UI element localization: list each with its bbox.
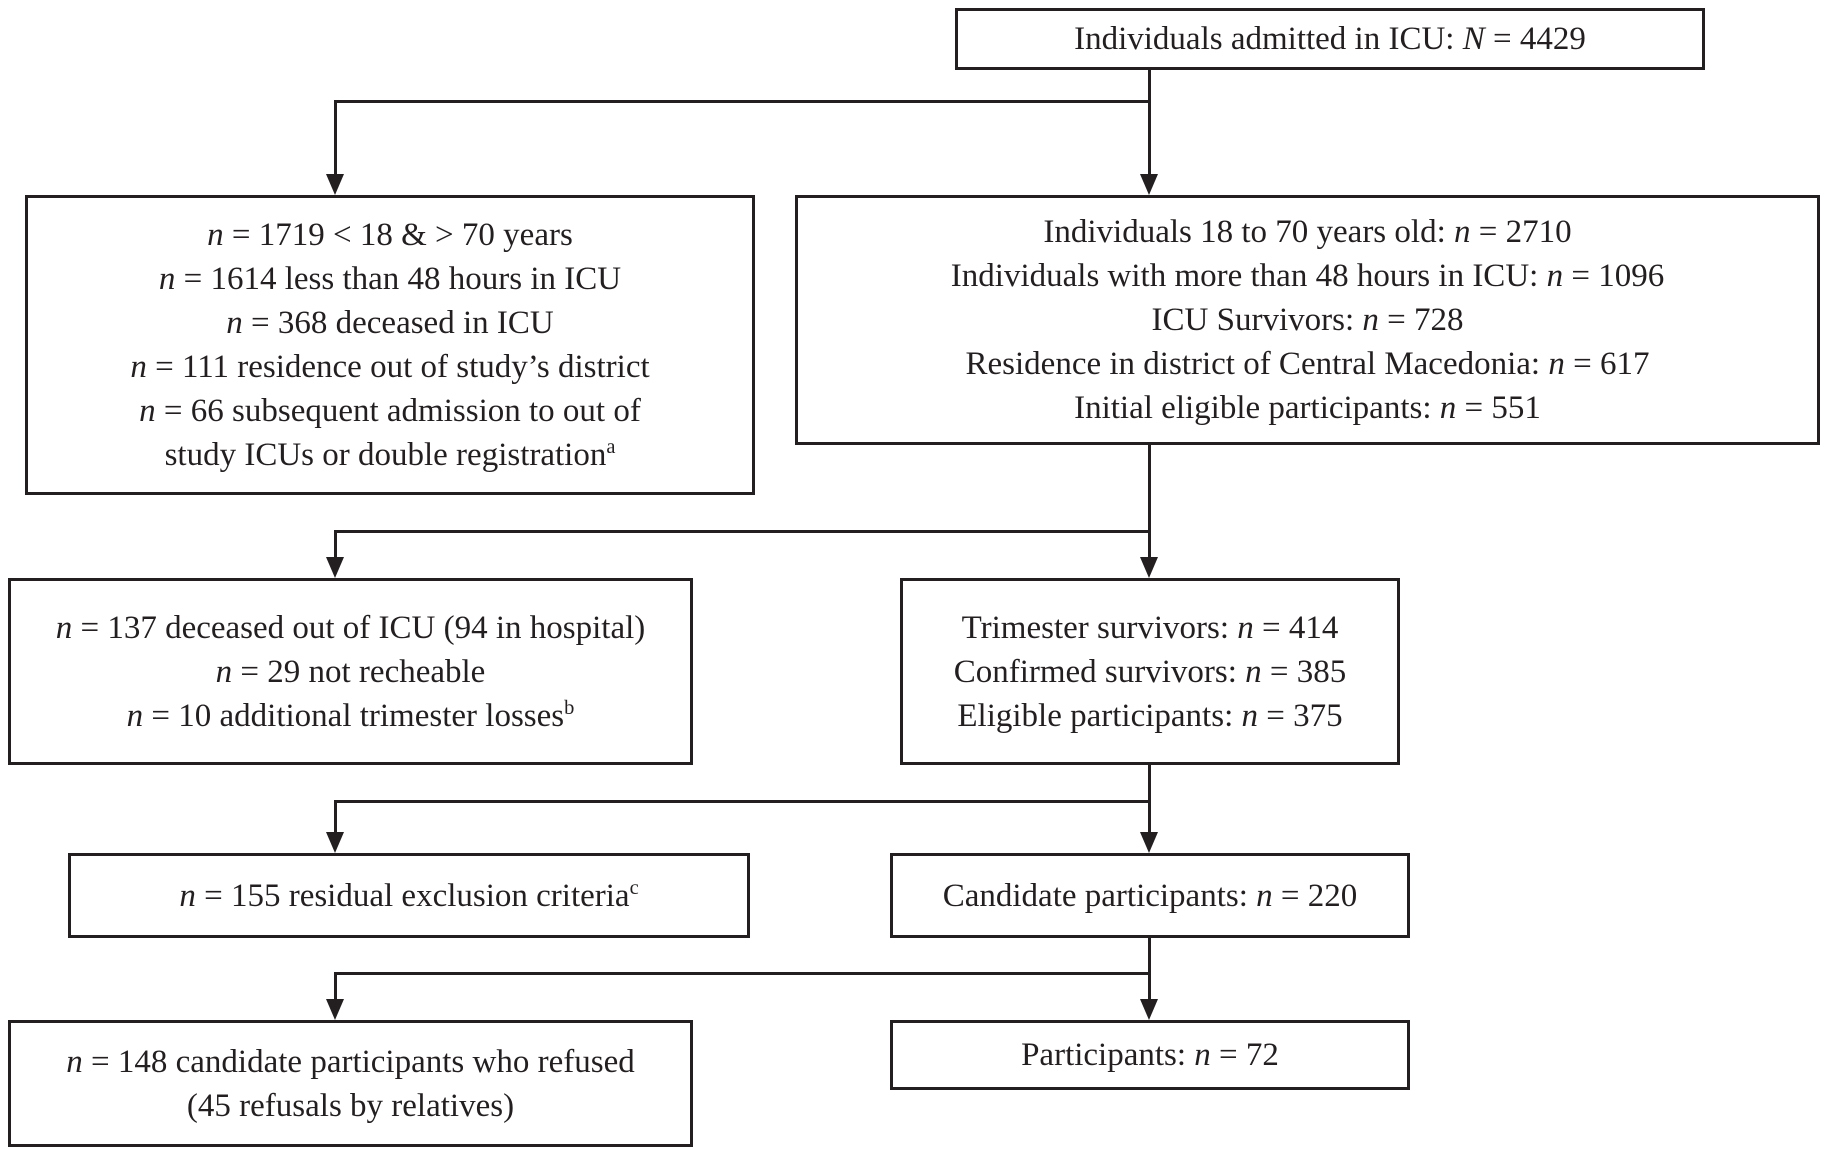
flow-box-line: Confirmed survivors: n = 385 — [953, 653, 1347, 690]
flow-box-line: Trimester survivors: n = 414 — [961, 609, 1339, 646]
box-stage4-cohort-text: Participants: n = 72 — [893, 1033, 1407, 1077]
connector-line — [1148, 765, 1151, 833]
flow-box-line: n = 111 residence out of study’s distric… — [130, 349, 650, 385]
box-stage4-excluded-text: n = 148 candidate participants who refus… — [11, 1040, 690, 1128]
box-stage4-excluded: n = 148 candidate participants who refus… — [8, 1020, 693, 1147]
flow-box-line: (45 refusals by relatives) — [186, 1087, 515, 1124]
flow-box-line: study ICUs or double registrationa — [164, 436, 616, 473]
box-admitted: Individuals admitted in ICU: N = 4429 — [955, 8, 1705, 70]
arrow-down-icon — [1140, 832, 1158, 853]
flow-box-line: Individuals with more than 48 hours in I… — [950, 258, 1665, 294]
connector-line — [334, 800, 337, 833]
box-stage2-excluded: n = 137 deceased out of ICU (94 in hospi… — [8, 578, 693, 765]
flow-box-line: Residence in district of Central Macedon… — [965, 346, 1650, 382]
box-admitted-text: Individuals admitted in ICU: N = 4429 — [958, 17, 1702, 61]
box-stage1-excluded-text: n = 1719 < 18 & > 70 years n = 1614 less … — [28, 213, 752, 477]
flow-box-line: n = 148 candidate participants who refus… — [66, 1043, 635, 1080]
flow-box-line: n = 137 deceased out of ICU (94 in hospi… — [55, 609, 646, 646]
arrow-down-icon — [326, 557, 344, 578]
box-stage1-excluded: n = 1719 < 18 & > 70 years n = 1614 less … — [25, 195, 755, 495]
flow-box-line: ICU Survivors: n = 728 — [1151, 302, 1464, 338]
box-stage3-cohort: Candidate participants: n = 220 — [890, 853, 1410, 938]
arrow-down-icon — [326, 174, 344, 195]
flow-box-line: n = 29 not recheable — [215, 653, 486, 690]
box-stage1-cohort: Individuals 18 to 70 years old: n = 2710… — [795, 195, 1820, 445]
flow-box-line: Initial eligible participants: n = 551 — [1074, 390, 1541, 426]
flow-box-line: n = 368 deceased in ICU — [226, 305, 554, 341]
connector-line — [334, 530, 337, 558]
connector-line — [334, 972, 1151, 975]
arrow-down-icon — [1140, 999, 1158, 1020]
connector-line — [334, 530, 1151, 533]
connector-line — [1148, 445, 1151, 558]
flow-box-line: Participants: n = 72 — [1021, 1037, 1279, 1073]
connector-line — [334, 972, 337, 1000]
connector-line — [1148, 70, 1151, 176]
flow-box-line: n = 155 residual exclusion criteriac — [179, 876, 639, 914]
box-stage1-cohort-text: Individuals 18 to 70 years old: n = 2710… — [798, 210, 1817, 430]
arrow-down-icon — [326, 999, 344, 1020]
box-stage3-excluded: n = 155 residual exclusion criteriac — [68, 853, 750, 938]
box-stage3-excluded-text: n = 155 residual exclusion criteriac — [71, 874, 747, 918]
flow-box-line: n = 10 additional trimester lossesb — [126, 696, 575, 734]
connector-line — [334, 100, 1151, 103]
connector-line — [1148, 938, 1151, 1000]
box-stage4-cohort: Participants: n = 72 — [890, 1020, 1410, 1090]
flow-box-line: n = 1719 < 18 & > 70 years — [207, 217, 573, 253]
arrow-down-icon — [326, 832, 344, 853]
arrow-down-icon — [1140, 557, 1158, 578]
connector-line — [334, 800, 1151, 803]
connector-line — [334, 100, 337, 176]
flow-box-line: Individuals 18 to 70 years old: n = 2710 — [1043, 214, 1572, 250]
box-stage3-cohort-text: Candidate participants: n = 220 — [893, 874, 1407, 918]
flow-box-line: Individuals admitted in ICU: N = 4429 — [1074, 21, 1586, 57]
flow-box-line: n = 1614 less than 48 hours in ICU — [158, 261, 622, 297]
flow-box-line: Eligible participants: n = 375 — [957, 697, 1343, 734]
box-stage2-excluded-text: n = 137 deceased out of ICU (94 in hospi… — [11, 606, 690, 738]
arrow-down-icon — [1140, 174, 1158, 195]
flow-box-line: Candidate participants: n = 220 — [942, 877, 1358, 914]
flow-box-line: n = 66 subsequent admission to out of — [139, 393, 641, 429]
